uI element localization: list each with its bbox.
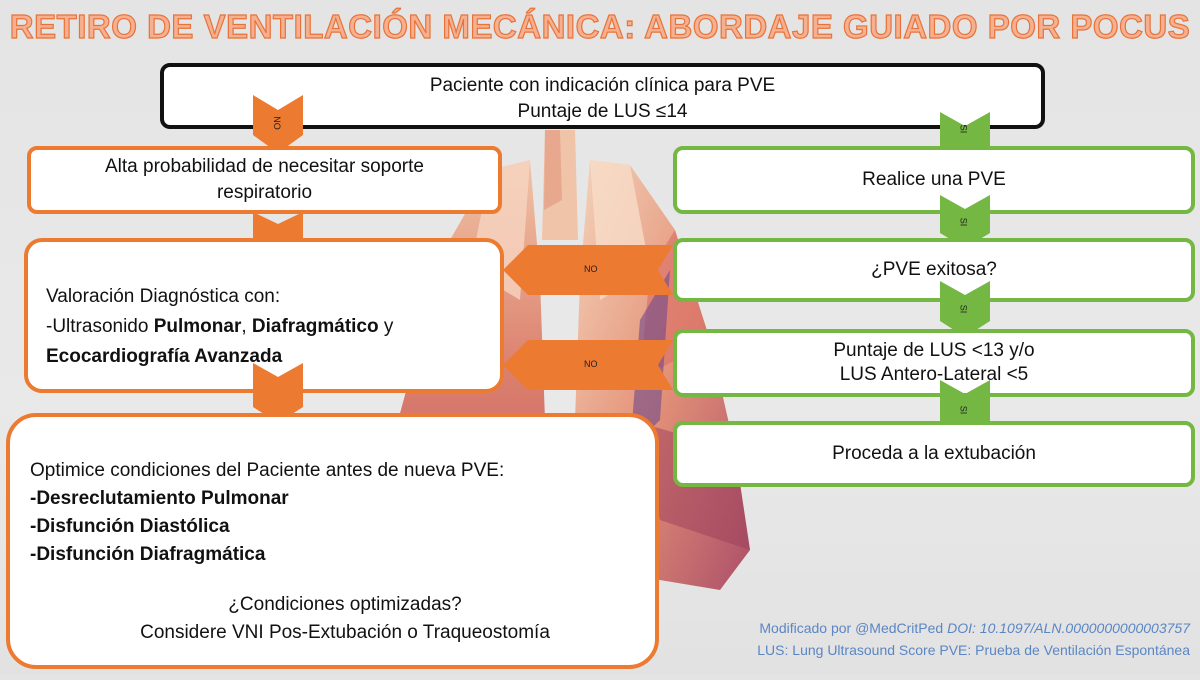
pve-success-box: ¿PVE exitosa? — [673, 238, 1195, 302]
lus-score-line-1: Puntaje de LUS <13 y/o — [677, 339, 1191, 363]
pve-success-question: ¿PVE exitosa? — [677, 257, 1191, 283]
arrow-si-label-4: SI — [958, 406, 968, 415]
conditions-question: ¿Condiciones optimizadas? — [30, 591, 660, 619]
diagnostic-modalities: -Ultrasonido Pulmonar, Diafragmático y — [46, 312, 500, 342]
perform-pve-box: Realice una PVE — [673, 146, 1195, 214]
optimize-item-2: -Disfunción Diastólica — [30, 516, 230, 537]
diafragmatico-label: Diafragmático — [252, 316, 379, 337]
arrow-si-label-2: SI — [958, 218, 968, 227]
high-probability-text: Alta probabilidad de necesitar soporte r… — [75, 154, 455, 206]
ultrasound-prefix: -Ultrasonido — [46, 316, 154, 337]
and-text: y — [379, 316, 394, 337]
optimize-item-1: -Desreclutamiento Pulmonar — [30, 488, 289, 509]
doi-text: DOI: 10.1097/ALN.0000000000003757 — [947, 620, 1190, 636]
optimize-item-3: -Disfunción Diafragmática — [30, 544, 265, 565]
consider-vni-text: Considere VNI Pos-Extubación o Traqueost… — [30, 619, 660, 647]
arrow-si-label-3: SI — [958, 305, 968, 314]
arrow-si-label: SI — [958, 125, 968, 134]
credit-line: Modificado por @MedCritPed DOI: 10.1097/… — [759, 620, 1190, 636]
arrow-no-label: NO — [272, 116, 282, 130]
ecocardiografia-label: Ecocardiografía Avanzada — [46, 346, 282, 367]
proceed-extubation-box: Proceda a la extubación — [673, 421, 1195, 487]
proceed-extubation-text: Proceda a la extubación — [677, 441, 1191, 467]
credit-text: Modificado por @MedCritPed — [759, 620, 943, 636]
abbreviation-legend: LUS: Lung Ultrasound Score PVE: Prueba d… — [757, 642, 1190, 658]
pulmonar-label: Pulmonar — [154, 316, 242, 337]
lus-score-box: Puntaje de LUS <13 y/o LUS Antero-Latera… — [673, 329, 1195, 397]
page-title: RETIRO DE VENTILACIÓN MECÁNICA: ABORDAJE… — [0, 8, 1200, 46]
optimize-heading: Optimice condiciones del Paciente antes … — [30, 457, 655, 485]
arrow-no-exitosa-label: NO — [584, 264, 598, 274]
high-probability-box: Alta probabilidad de necesitar soporte r… — [27, 146, 502, 214]
lus-score-line-2: LUS Antero-Lateral <5 — [677, 363, 1191, 387]
comma-text: , — [241, 316, 252, 337]
arrow-no-puntaje-label: NO — [584, 359, 598, 369]
optimize-conditions-box: Optimice condiciones del Paciente antes … — [6, 413, 659, 669]
diagnostic-heading: Valoración Diagnóstica con: — [46, 282, 500, 312]
perform-pve-text: Realice una PVE — [677, 167, 1191, 193]
